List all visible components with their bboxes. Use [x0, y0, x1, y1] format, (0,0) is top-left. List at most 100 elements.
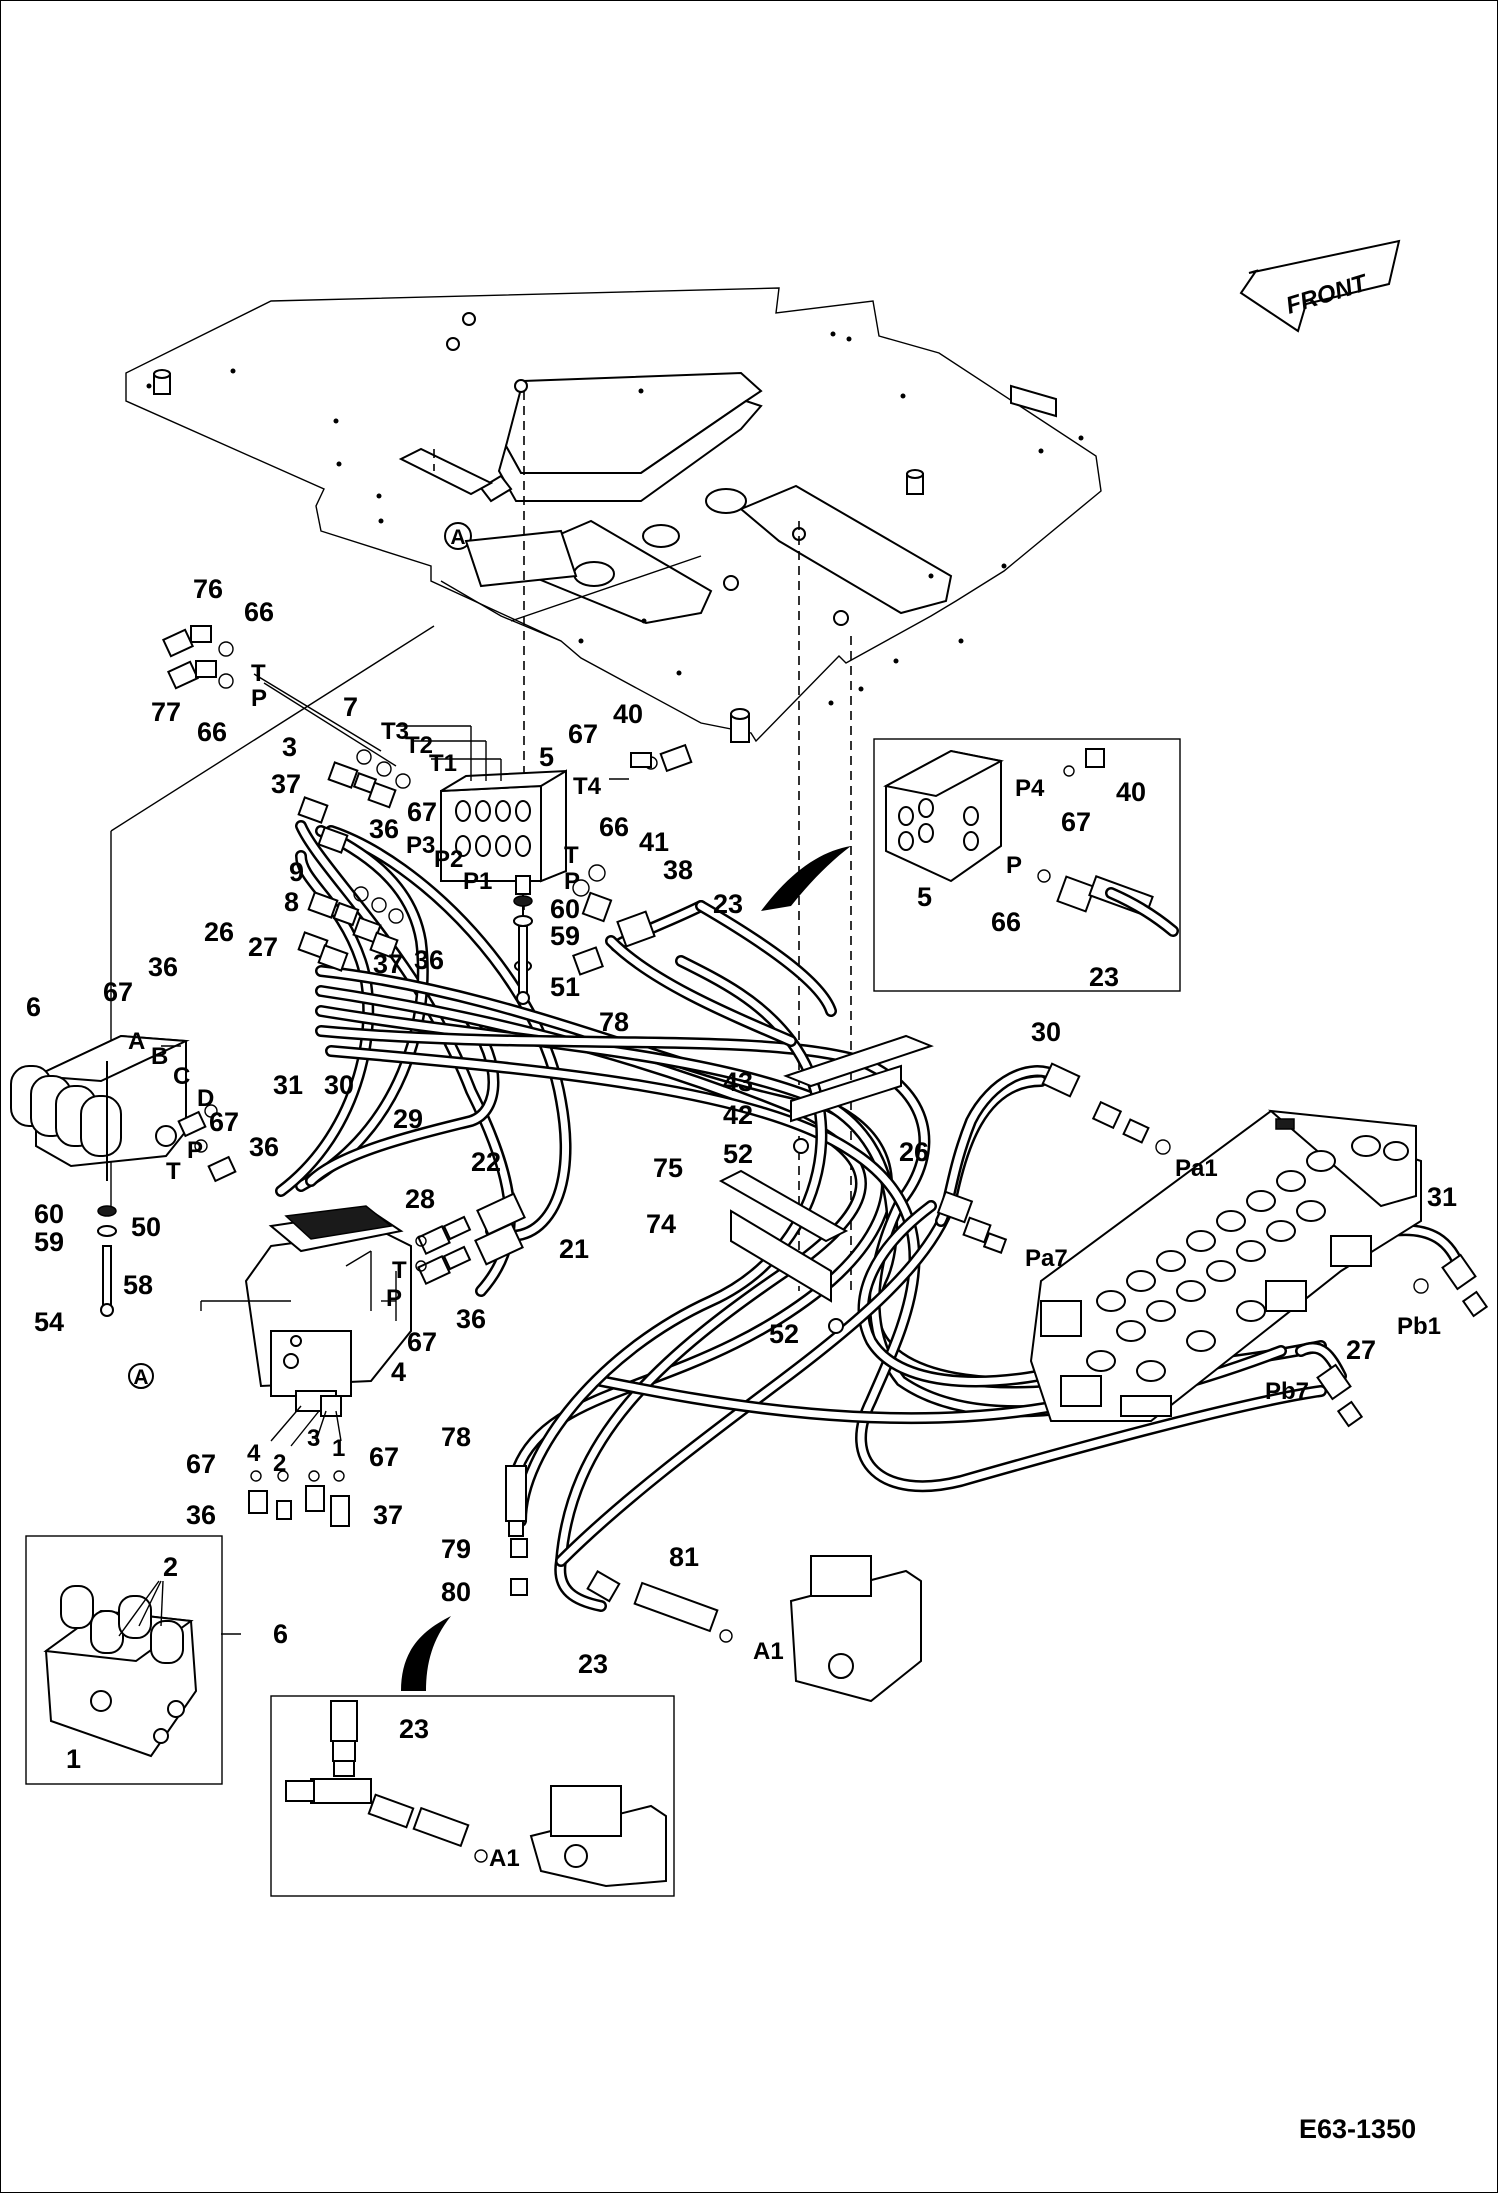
pilot-valve-4: A [128, 1192, 526, 1447]
port-label-p: P [386, 1285, 402, 1312]
callout-labels: 76 66 77 66 T P 7 3 37 36 67 T3 T2 T1 P3… [26, 574, 1457, 2144]
manifold-fittings [161, 625, 693, 976]
view-a-marker-top: A [450, 526, 465, 549]
valve-fittings [936, 1062, 1489, 1428]
callout-67: 67 [407, 1327, 437, 1357]
callout-37: 37 [271, 769, 301, 799]
port-number-3: 3 [307, 1425, 320, 1452]
inset-callout-1: 1 [66, 1744, 81, 1774]
callout-51: 51 [550, 972, 580, 1002]
callout-leaders [161, 673, 629, 1321]
callout-3: 3 [282, 732, 297, 762]
callout-7: 7 [343, 692, 358, 722]
cab-floor-plate: A [125, 287, 1102, 743]
port-label-pa7: Pa7 [1025, 1245, 1068, 1272]
callout-75: 75 [653, 1153, 683, 1183]
callout-58: 58 [123, 1270, 153, 1300]
callout-67: 67 [209, 1107, 239, 1137]
callout-40: 40 [613, 699, 643, 729]
port-label-c: C [173, 1063, 190, 1090]
callout-23: 23 [713, 889, 743, 919]
inset-callout-23: 23 [399, 1714, 429, 1744]
callout-28: 28 [405, 1184, 435, 1214]
callout-54: 54 [34, 1307, 64, 1337]
inset-solenoid-valve-6 [25, 1535, 451, 1785]
callout-36: 36 [249, 1132, 279, 1162]
port-label-p2: P2 [434, 846, 463, 873]
port-label-t: T [392, 1257, 407, 1284]
port-label-t4: T4 [573, 773, 602, 800]
port-label-p1: P1 [463, 868, 492, 895]
port-label-t: T [166, 1158, 181, 1185]
callout-67: 67 [369, 1442, 399, 1472]
pilot-valve-port-fittings [248, 1470, 350, 1527]
callout-31: 31 [273, 1070, 303, 1100]
front-direction-arrow: FRONT [1239, 239, 1401, 333]
callout-26: 26 [204, 917, 234, 947]
callout-30: 30 [324, 1070, 354, 1100]
port-label-t: T [251, 660, 266, 687]
callout-42: 42 [723, 1100, 753, 1130]
callout-79: 79 [441, 1534, 471, 1564]
callout-67: 67 [407, 797, 437, 827]
view-a-marker-bottom: A [133, 1366, 148, 1389]
callout-67: 67 [186, 1449, 216, 1479]
inset-callout-5: 5 [917, 882, 932, 912]
callout-81: 81 [669, 1542, 699, 1572]
callout-30: 30 [1031, 1017, 1061, 1047]
inset-port-a1: A1 [489, 1845, 520, 1872]
callout-43: 43 [723, 1067, 753, 1097]
callout-6: 6 [26, 992, 41, 1022]
port-label-pb7: Pb7 [1265, 1378, 1309, 1405]
callout-21: 21 [559, 1234, 589, 1264]
inset-callout-6: 6 [273, 1619, 288, 1649]
callout-77: 77 [151, 697, 181, 727]
callout-60: 60 [34, 1199, 64, 1229]
callout-36: 36 [148, 952, 178, 982]
inset-port-p: P [1006, 852, 1022, 879]
callout-66: 66 [197, 717, 227, 747]
callout-37: 37 [373, 949, 403, 979]
callout-37: 37 [373, 1500, 403, 1530]
port-label-d: D [197, 1085, 214, 1112]
callout-60: 60 [550, 894, 580, 924]
main-control-valve [1029, 1109, 1422, 1422]
callout-36: 36 [456, 1304, 486, 1334]
callout-8: 8 [284, 887, 299, 917]
callout-76: 76 [193, 574, 223, 604]
port-label-p: P [187, 1137, 203, 1164]
port-label-a1: A1 [753, 1638, 784, 1665]
solenoid-valve-6 [10, 1034, 237, 1317]
port-label-a: A [128, 1028, 145, 1055]
callout-52: 52 [769, 1319, 799, 1349]
callout-66: 66 [599, 812, 629, 842]
port-number-1: 1 [332, 1435, 345, 1462]
callout-36: 36 [414, 945, 444, 975]
callout-36: 36 [369, 814, 399, 844]
inset-callout-66: 66 [991, 907, 1021, 937]
callout-59: 59 [34, 1227, 64, 1257]
port-label-p: P [564, 868, 580, 895]
hose-78-and-adapters [505, 1465, 922, 1703]
callout-59: 59 [550, 921, 580, 951]
callout-5: 5 [539, 742, 554, 772]
callout-67: 67 [103, 977, 133, 1007]
callout-4: 4 [391, 1357, 406, 1387]
port-number-2: 2 [273, 1450, 286, 1477]
port-label-p3: P3 [406, 832, 435, 859]
callout-74: 74 [646, 1209, 676, 1239]
port-label-t1: T1 [429, 750, 457, 777]
inset-port-p4: P4 [1015, 775, 1045, 802]
callout-29: 29 [393, 1104, 423, 1134]
inset-callout-23: 23 [1089, 962, 1119, 992]
port-label-pb1: Pb1 [1397, 1313, 1441, 1340]
pilot-manifold-5 [440, 769, 567, 1005]
port-label-t2: T2 [405, 732, 433, 759]
callout-66: 66 [244, 597, 274, 627]
figure-code: E63-1350 [1299, 2114, 1416, 2144]
callout-78: 78 [599, 1007, 629, 1037]
inset-callout-40: 40 [1116, 777, 1146, 807]
inset-manifold-5 [761, 738, 1181, 992]
